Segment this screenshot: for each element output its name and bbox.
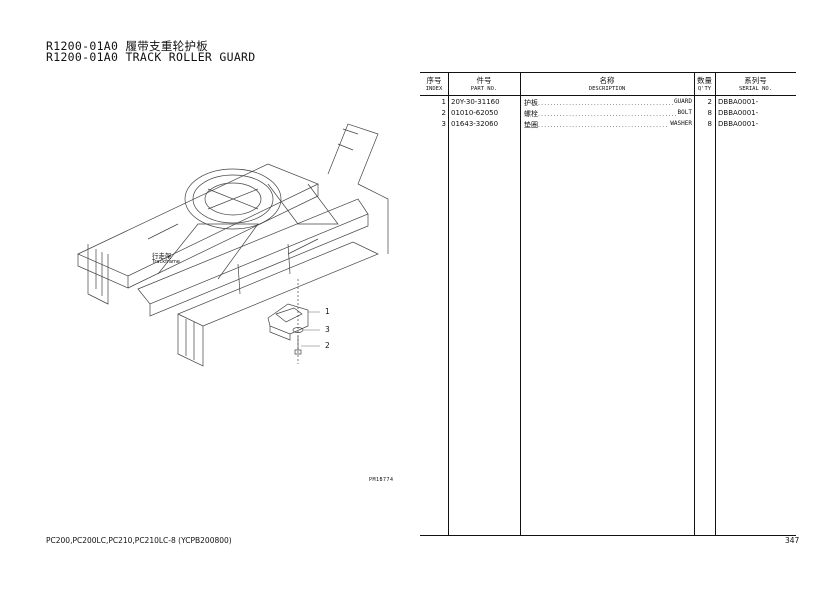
- row-index: 2: [441, 109, 446, 117]
- bolt-drawing: [294, 336, 302, 355]
- row-desc-cn: 垫圈: [524, 121, 538, 129]
- row-part-no: 01010-62050: [451, 109, 499, 117]
- parts-diagram: [77, 123, 389, 367]
- row-desc-cn: 螺栓: [524, 110, 538, 118]
- page-title-chinese: R1200-01A0 履带支重轮护板: [46, 39, 209, 53]
- trackframe-label-english: Trackframe: [152, 259, 180, 265]
- row-serial: DBBA0001-: [718, 109, 759, 117]
- header-serial-cn: 系列号: [744, 76, 767, 85]
- page-number: 347: [785, 536, 800, 545]
- header-serial-en: SERIAL NO.: [738, 86, 773, 92]
- callout-bolt: 2: [325, 341, 330, 350]
- row-qty: 8: [707, 109, 712, 117]
- header-index-en: INDEX: [425, 86, 443, 92]
- parts-list-table: 序号 INDEX 件号 PART NO. 名称 DESCRIPTION 数量 Q…: [420, 72, 796, 536]
- row-part-no: 20Y-30-31160: [451, 98, 500, 106]
- callout-washer: 3: [325, 325, 330, 334]
- row-serial: DBBA0001-: [718, 120, 759, 128]
- row-qty: 8: [707, 120, 712, 128]
- row-desc-en: BOLT: [676, 109, 692, 116]
- row-desc-en: WASHER: [669, 120, 692, 127]
- row-qty: 2: [707, 98, 712, 106]
- row-part-no: 01643-32060: [451, 120, 499, 128]
- table-row: 3 01643-32060 垫圈........................…: [420, 119, 796, 130]
- header-part-no-cn: 件号: [476, 76, 492, 85]
- row-serial: DBBA0001-: [718, 98, 759, 106]
- callout-guard: 1: [325, 307, 330, 316]
- table-row: 2 01010-62050 螺栓........................…: [420, 108, 796, 119]
- row-index: 1: [441, 98, 446, 106]
- row-desc-cn: 护板: [524, 99, 538, 107]
- guard-drawing: [267, 303, 309, 341]
- header-part-no-en: PART NO.: [470, 86, 498, 92]
- drawing-reference-code: PM1B774: [369, 477, 394, 483]
- header-qty-en: Q'TY: [697, 86, 712, 92]
- row-index: 3: [441, 120, 446, 128]
- header-qty-cn: 数量: [697, 76, 712, 85]
- trackframe-drawing: [77, 123, 389, 367]
- header-description-cn: 名称: [599, 76, 615, 85]
- table-row: 1 20Y-30-31160 护板.......................…: [420, 97, 796, 108]
- header-description-en: DESCRIPTION: [588, 86, 626, 92]
- header-index-cn: 序号: [426, 76, 442, 85]
- trackframe-label-chinese: 行走架: [152, 252, 172, 260]
- footer-models: PC200,PC200LC,PC210,PC210LC-8 (YCPB20080…: [46, 536, 232, 545]
- page-title-english: R1200-01A0 TRACK ROLLER GUARD: [46, 50, 256, 64]
- row-desc-en: GUARD: [672, 98, 692, 105]
